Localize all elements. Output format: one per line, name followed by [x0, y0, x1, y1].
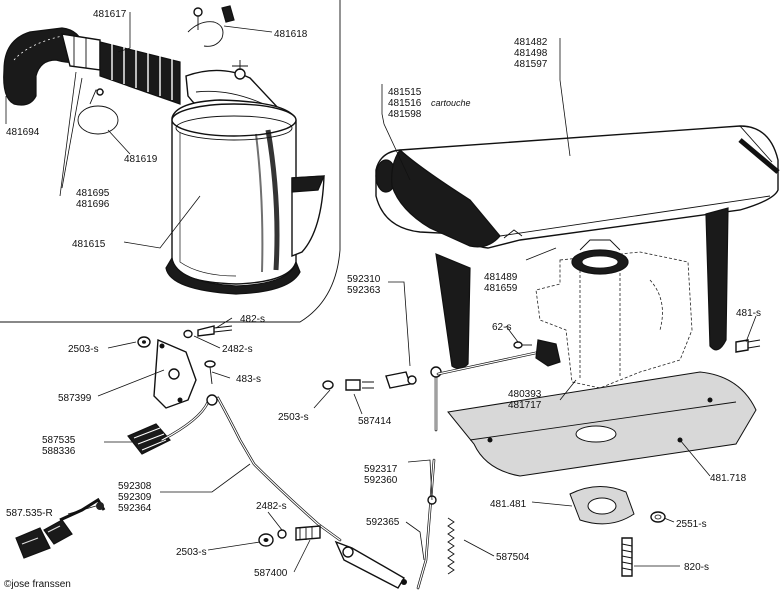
hose-clamp-lower	[77, 88, 119, 135]
credit-text: ©jose franssen	[4, 579, 71, 590]
label-481659: 481659	[484, 283, 518, 294]
label-481696: 481696	[76, 199, 110, 210]
return-spring	[447, 517, 455, 575]
label-592360: 592360	[364, 475, 398, 486]
washer-2503-a	[137, 336, 151, 348]
label-587399: 587399	[58, 393, 92, 404]
intake-clamp-tube	[61, 33, 101, 71]
label-481489: 481489	[484, 272, 518, 283]
label-820s: 820-s	[684, 562, 709, 573]
filter-canister	[165, 99, 325, 295]
label-481618: 481618	[274, 29, 308, 40]
label-2503s-c: 2503-s	[176, 547, 207, 558]
carburetor	[535, 239, 693, 389]
screw-483	[204, 360, 216, 385]
label-481694: 481694	[6, 127, 40, 138]
label-592363: 592363	[347, 285, 381, 296]
swivel-joint	[385, 371, 417, 389]
nut-2551	[650, 511, 666, 523]
label-481717: 481717	[508, 400, 542, 411]
label-481598: 481598	[388, 109, 422, 120]
label-2482s-a: 2482-s	[222, 344, 253, 355]
label-481597: 481597	[514, 59, 548, 70]
label-483s: 483-s	[236, 374, 261, 385]
lever-arm	[334, 540, 407, 589]
part-labels: 481617 481618 481694 481619 481695 48169…	[4, 9, 761, 590]
pedal-rod	[160, 394, 342, 542]
pedal-photo-587535R	[15, 497, 106, 559]
pedal-bracket	[153, 338, 197, 409]
label-62s: 62-s	[492, 322, 511, 333]
accelerator-pedal	[127, 423, 171, 455]
label-2551s: 2551-s	[676, 519, 707, 530]
label-587535: 587535	[42, 435, 76, 446]
label-587535R: 587.535-R	[6, 508, 53, 519]
carb-gasket	[569, 486, 635, 525]
label-481617: 481617	[93, 9, 127, 20]
bolt-481	[735, 339, 761, 353]
label-2482s-b: 2482-s	[256, 501, 287, 512]
bellows-hose	[99, 41, 181, 105]
leader-lines	[5, 12, 757, 573]
washer-2482-b	[277, 529, 287, 539]
label-481718: 481.718	[710, 473, 747, 484]
bolt-587400	[295, 525, 321, 541]
label-587414: 587414	[358, 416, 392, 427]
label-481481: 481.481	[490, 499, 527, 510]
label-481482: 481482	[514, 37, 548, 48]
label-592317: 592317	[364, 464, 398, 475]
label-592308: 592308	[118, 481, 152, 492]
fuel-tank	[375, 125, 780, 370]
label-481516: 481516	[388, 98, 422, 109]
label-481498: 481498	[514, 48, 548, 59]
label-592309: 592309	[118, 492, 152, 503]
label-481695: 481695	[76, 188, 110, 199]
label-481619: 481619	[124, 154, 158, 165]
carb-base-plate	[447, 371, 757, 477]
vertical-rod	[416, 366, 442, 590]
label-592365: 592365	[366, 517, 400, 528]
label-592364: 592364	[118, 503, 152, 514]
label-481515: 481515	[388, 87, 422, 98]
washer-2482-a	[183, 329, 193, 339]
label-592310: 592310	[347, 274, 381, 285]
label-588336: 588336	[42, 446, 76, 457]
label-2503s-a: 2503-s	[68, 344, 99, 355]
inset-frame	[0, 0, 341, 323]
label-cartouche: cartouche	[431, 98, 471, 108]
stud-820	[621, 537, 633, 577]
label-482s: 482-s	[240, 314, 265, 325]
screw-62	[513, 341, 532, 349]
label-480393: 480393	[508, 389, 542, 400]
hose-clamp-upper	[187, 5, 235, 47]
washer-2503-c	[258, 533, 274, 547]
label-481s: 481-s	[736, 308, 761, 319]
washer-587414-nut	[322, 379, 374, 391]
throttle-link	[436, 339, 561, 376]
label-587504: 587504	[496, 552, 530, 563]
label-481615: 481615	[72, 239, 106, 250]
label-587400: 587400	[254, 568, 288, 579]
bolt-482	[197, 325, 233, 337]
label-2503s-b: 2503-s	[278, 412, 309, 423]
